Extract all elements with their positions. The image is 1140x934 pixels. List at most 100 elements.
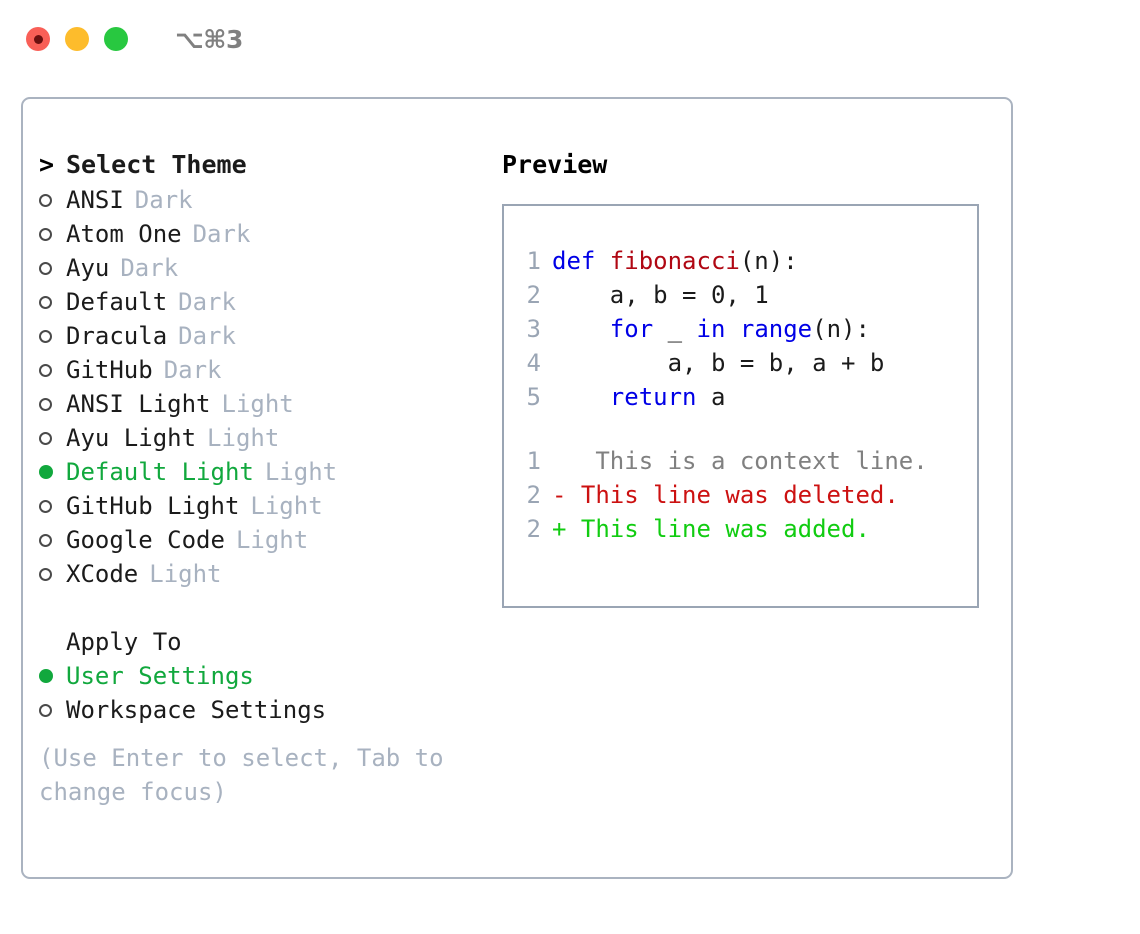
theme-option-row[interactable]: XCode Light xyxy=(39,557,494,591)
code-line-text: def fibonacci(n): xyxy=(552,244,798,278)
diff-line-number: 2 xyxy=(526,481,541,509)
radio-unselected-icon[interactable] xyxy=(39,499,66,513)
title-bar: ⌥⌘3 xyxy=(0,0,1140,78)
diff-line-text: This line was deleted. xyxy=(566,481,899,509)
radio-circle xyxy=(39,465,53,479)
apply-to-option-label: User Settings xyxy=(66,662,254,690)
theme-option-row[interactable]: GitHub Light Light xyxy=(39,489,494,523)
code-line-number: 3 xyxy=(526,315,541,343)
radio-unselected-icon[interactable] xyxy=(39,193,66,207)
theme-option-row[interactable]: Default Light Light xyxy=(39,455,494,489)
code-token-plain: a, b = b, a + b xyxy=(552,349,885,377)
apply-to-option-label: Workspace Settings xyxy=(66,696,327,724)
theme-option-tag: Light xyxy=(264,458,338,486)
theme-option-tag: Dark xyxy=(134,186,193,214)
radio-selected-icon[interactable] xyxy=(39,669,66,683)
theme-option-tag: Light xyxy=(250,492,323,520)
diff-line-number: 1 xyxy=(526,447,541,475)
apply-to-option-row[interactable]: Workspace Settings xyxy=(39,693,494,727)
window-controls xyxy=(26,27,128,51)
list-spacer xyxy=(39,591,494,625)
minimize-button-icon[interactable] xyxy=(65,27,89,51)
diff-marker: - xyxy=(552,481,567,509)
theme-option-row[interactable]: ANSI Dark xyxy=(39,183,494,217)
radio-circle xyxy=(39,533,52,547)
code-line: 3 for _ in range(n): xyxy=(504,312,977,346)
code-line-number: 1 xyxy=(526,247,541,275)
close-button-icon[interactable] xyxy=(26,27,50,51)
diff-line-number: 2 xyxy=(526,515,541,543)
apply-to-option-row[interactable]: User Settings xyxy=(39,659,494,693)
radio-selected-icon[interactable] xyxy=(39,465,66,479)
radio-unselected-icon[interactable] xyxy=(39,567,66,581)
radio-circle xyxy=(39,431,52,445)
theme-option-row[interactable]: Atom One Dark xyxy=(39,217,494,251)
radio-circle xyxy=(39,329,52,343)
radio-unselected-icon[interactable] xyxy=(39,329,66,343)
theme-option-tag: Dark xyxy=(120,254,179,282)
code-token-kw: return xyxy=(609,383,697,411)
theme-option-label: Default xyxy=(66,288,168,316)
theme-option-tag: Light xyxy=(235,526,309,554)
diff-marker xyxy=(552,444,566,478)
code-line-text: for _ in range(n): xyxy=(552,312,870,346)
code-line: 1 def fibonacci(n): xyxy=(504,244,977,278)
code-token-plain: _ xyxy=(653,315,697,343)
code-line-text: return a xyxy=(552,380,726,414)
code-token-kw: in xyxy=(696,315,726,343)
select-theme-header: > Select Theme xyxy=(39,147,494,183)
radio-unselected-icon[interactable] xyxy=(39,363,66,377)
radio-circle xyxy=(39,397,52,411)
diff-line-text: This is a context line. xyxy=(566,447,928,475)
radio-unselected-icon[interactable] xyxy=(39,227,66,241)
radio-unselected-icon[interactable] xyxy=(39,397,66,411)
radio-circle xyxy=(39,261,52,275)
code-token-plain xyxy=(725,315,739,343)
theme-option-label: ANSI Light xyxy=(66,390,211,418)
theme-option-tag: Dark xyxy=(163,356,222,384)
theme-option-label: GitHub Light xyxy=(66,492,240,520)
radio-unselected-icon[interactable] xyxy=(39,533,66,547)
theme-option-label: Ayu xyxy=(66,254,110,282)
radio-unselected-icon[interactable] xyxy=(39,431,66,445)
code-token-plain: a, b = 0, 1 xyxy=(552,281,769,309)
code-token-plain: a xyxy=(696,383,726,411)
radio-unselected-icon[interactable] xyxy=(39,703,66,717)
theme-option-row[interactable]: GitHub Dark xyxy=(39,353,494,387)
theme-option-tag: Light xyxy=(207,424,280,452)
maximize-button-icon[interactable] xyxy=(104,27,128,51)
theme-option-label: GitHub xyxy=(66,356,153,384)
theme-option-row[interactable]: Ayu Light Light xyxy=(39,421,494,455)
diff-line: 2- This line was deleted. xyxy=(504,478,977,512)
code-line: 2 a, b = 0, 1 xyxy=(504,278,977,312)
theme-option-label: Default Light xyxy=(66,458,254,486)
code-line-number: 2 xyxy=(526,281,541,309)
code-line: 5 return a xyxy=(504,380,977,414)
radio-circle xyxy=(39,499,52,513)
radio-unselected-icon[interactable] xyxy=(39,261,66,275)
theme-option-label: Atom One xyxy=(66,220,182,248)
code-token-fn: fibonacci xyxy=(609,247,740,275)
radio-circle xyxy=(39,567,52,581)
radio-unselected-icon[interactable] xyxy=(39,295,66,309)
code-line: 4 a, b = b, a + b xyxy=(504,346,977,380)
radio-circle xyxy=(39,227,52,241)
theme-option-tag: Dark xyxy=(192,220,251,248)
select-theme-title: Select Theme xyxy=(66,150,247,179)
code-line-number: 5 xyxy=(526,383,541,411)
code-token-plain: (n): xyxy=(812,315,870,343)
theme-option-label: XCode xyxy=(66,560,139,588)
code-token-plain xyxy=(552,383,610,411)
theme-option-label: ANSI xyxy=(66,186,124,214)
diff-sample: 1 This is a context line. 2- This line wa… xyxy=(504,444,977,546)
theme-option-label: Ayu Light xyxy=(66,424,197,452)
theme-option-tag: Light xyxy=(149,560,222,588)
preview-title: Preview xyxy=(502,150,608,179)
theme-option-row[interactable]: Ayu Dark xyxy=(39,251,494,285)
